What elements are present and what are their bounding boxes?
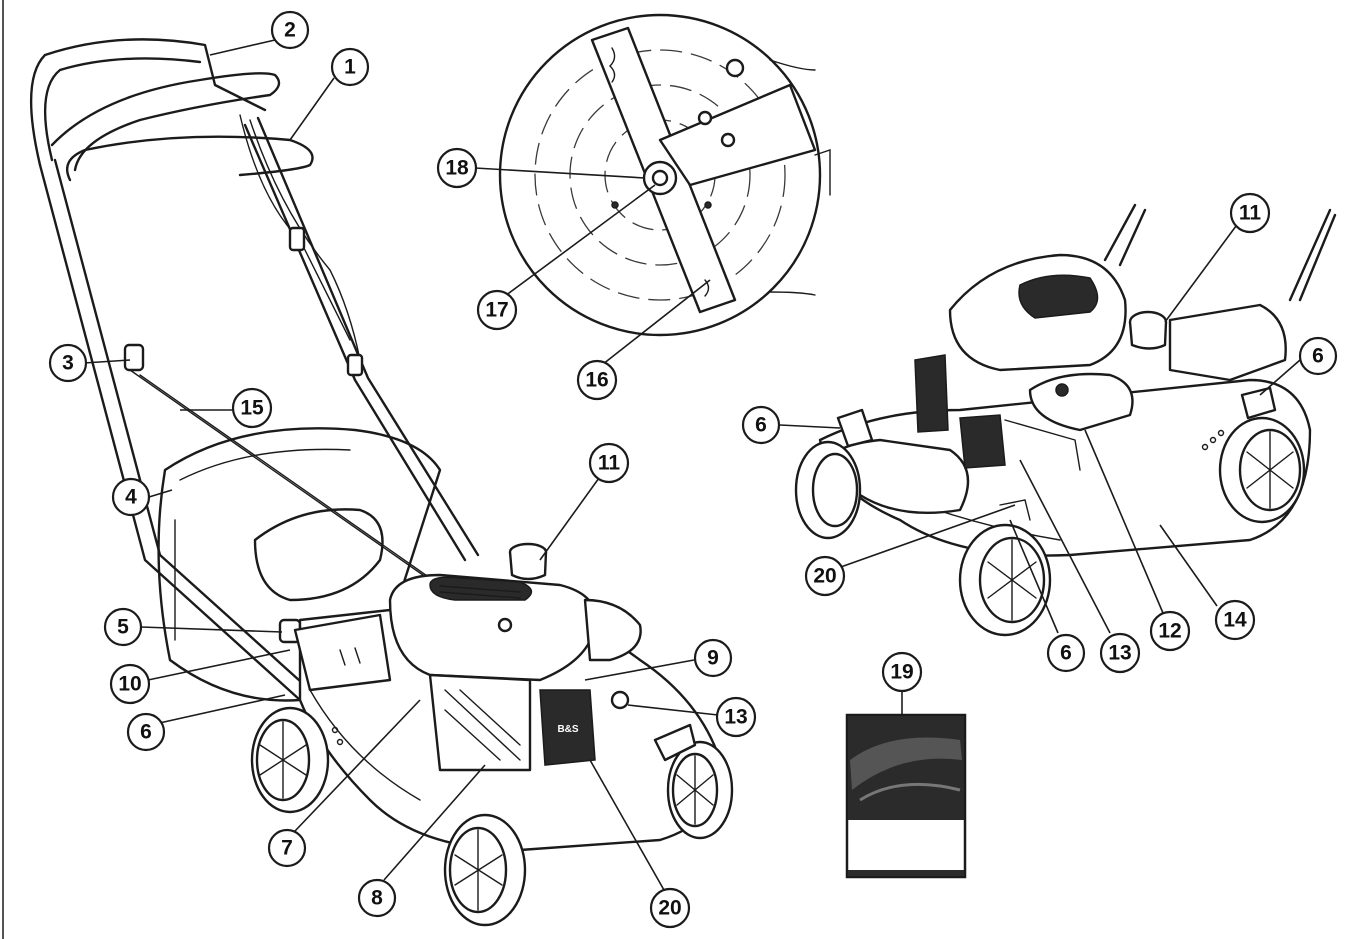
handle-bar xyxy=(50,72,281,172)
callout-14: 14 xyxy=(1214,599,1256,641)
callout-label: 4 xyxy=(125,486,137,509)
front-view-wheel-front xyxy=(958,523,1052,637)
callout-label: 13 xyxy=(1108,642,1131,665)
callout-label: 9 xyxy=(707,647,719,670)
callout-6-right-top: 6 xyxy=(1298,336,1338,376)
svg-text:B&S: B&S xyxy=(557,724,578,735)
callout-label: 1 xyxy=(344,56,356,79)
callout-label: 14 xyxy=(1223,609,1247,632)
callout-2: 2 xyxy=(270,10,310,50)
callout-label: 3 xyxy=(62,352,74,375)
callout-16: 16 xyxy=(576,359,618,401)
callout-label: 6 xyxy=(1060,642,1072,665)
callout-label: 5 xyxy=(117,616,129,639)
callout-18: 18 xyxy=(436,147,478,189)
callout-label: 7 xyxy=(281,837,293,860)
callout-8: 8 xyxy=(357,878,397,918)
callout-17: 17 xyxy=(476,289,518,331)
callout-label: 17 xyxy=(485,299,508,322)
callout-label: 6 xyxy=(140,721,152,744)
manual-booklet xyxy=(845,713,967,879)
callout-label: 19 xyxy=(890,661,913,684)
callout-label: 6 xyxy=(755,414,767,437)
callout-13-left: 13 xyxy=(715,696,757,738)
handle-outer xyxy=(29,38,267,167)
callout-13-right: 13 xyxy=(1099,632,1141,674)
callout-label: 10 xyxy=(118,673,141,696)
front-view-wheel-left xyxy=(794,440,862,540)
callout-1: 1 xyxy=(330,47,370,87)
callout-19: 19 xyxy=(881,651,923,693)
callout-label: 11 xyxy=(1239,202,1262,225)
callout-4: 4 xyxy=(111,477,151,517)
callout-label: 11 xyxy=(598,452,621,475)
front-right-wheel xyxy=(666,740,734,840)
callout-9: 9 xyxy=(693,638,733,678)
callout-label: 2 xyxy=(284,19,296,42)
control-bail xyxy=(65,135,314,182)
callout-15: 15 xyxy=(231,387,273,429)
callout-label: 15 xyxy=(240,397,264,420)
callout-label: 8 xyxy=(371,887,383,910)
callout-6-right-left: 6 xyxy=(741,405,781,445)
callout-6-right-bottom: 6 xyxy=(1046,633,1086,673)
callout-label: 13 xyxy=(724,706,747,729)
callout-20-right: 20 xyxy=(804,555,846,597)
callout-20-left: 20 xyxy=(649,887,691,929)
callout-6-left: 6 xyxy=(126,712,166,752)
mower-main-illustration: B&S xyxy=(29,38,734,927)
callout-7: 7 xyxy=(267,828,307,868)
bag-top xyxy=(253,508,384,602)
blade-detail-illustration xyxy=(498,13,831,337)
front-left-wheel xyxy=(443,813,527,927)
callout-label: 16 xyxy=(585,369,608,392)
callout-label: 6 xyxy=(1312,345,1324,368)
leader-lines xyxy=(83,39,1301,891)
callout-11-right: 11 xyxy=(1229,192,1271,234)
callout-3: 3 xyxy=(48,343,88,383)
callout-label: 12 xyxy=(1158,620,1181,643)
callout-label: 18 xyxy=(445,157,469,180)
callout-11-left: 11 xyxy=(588,442,630,484)
mower-front-illustration xyxy=(794,203,1337,637)
callout-label: 20 xyxy=(658,897,681,920)
front-view-wheel-right xyxy=(1218,416,1306,524)
callouts: 1 2 3 4 5 6 7 8 9 10 11 xyxy=(48,10,1338,929)
callout-10: 10 xyxy=(109,663,151,705)
rear-left-wheel xyxy=(250,706,330,814)
callout-12: 12 xyxy=(1149,610,1191,652)
callout-5: 5 xyxy=(103,607,143,647)
callout-label: 20 xyxy=(813,565,836,588)
